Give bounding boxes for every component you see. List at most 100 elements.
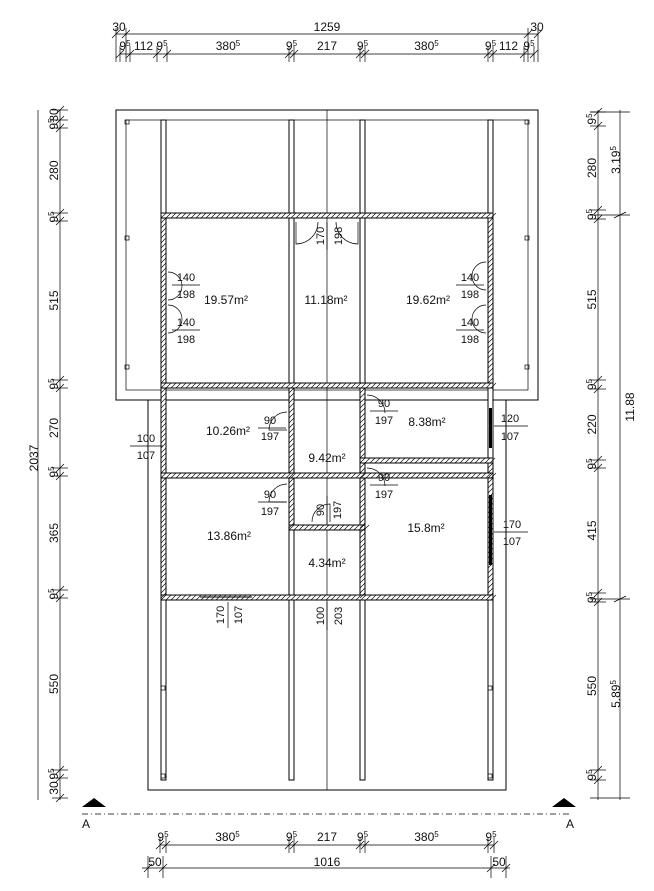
left-dim-seg: 95 xyxy=(47,588,61,600)
door-l2-h: 198 xyxy=(177,334,195,346)
left-dim-seg: 365 xyxy=(47,523,61,543)
left-dim-seg: 95 xyxy=(47,768,61,780)
door-upper-mid-h: 198 xyxy=(333,227,345,245)
door-r4-h: 197 xyxy=(261,431,279,443)
section-label-left: A xyxy=(82,817,90,831)
room-area-8: 15.8m² xyxy=(407,521,444,535)
top-dim-seg: 95 xyxy=(119,39,131,53)
room-labels: 19.57m² 11.18m² 19.62m² 10.26m² 9.42m² 8… xyxy=(204,293,450,570)
door-left-ext-h: 107 xyxy=(137,450,155,462)
bottom-dim-seg: 95 xyxy=(157,830,169,844)
left-dim-seg: 95 xyxy=(47,466,61,478)
right-dim-seg: 550 xyxy=(585,676,599,696)
bottom-dimensions: 95 3805 95 217 95 3805 95 50 1016 50 xyxy=(142,830,511,878)
door-r1-w: 140 xyxy=(461,272,479,284)
right-dim-seg: 280 xyxy=(585,158,599,178)
door-left-ext-w: 100 xyxy=(137,433,155,445)
right-dim-seg: 515 xyxy=(585,289,599,309)
door-labels: 170 198 140 198 140 198 140 198 140 198 … xyxy=(130,222,528,630)
door-r2-w: 140 xyxy=(461,317,479,329)
door-bottom-mid-h: 203 xyxy=(333,607,345,625)
door-bottom-mid-w: 100 xyxy=(315,607,327,625)
top-dim-seg: 217 xyxy=(317,39,337,53)
room-area-1: 19.57m² xyxy=(204,293,248,307)
right-dim-seg: 95 xyxy=(585,458,599,470)
door-right-ext2-h: 107 xyxy=(503,536,521,548)
top-dim-seg: 95 xyxy=(523,39,535,53)
left-dim-seg: 95 xyxy=(47,378,61,390)
door-right-ext2-w: 170 xyxy=(503,519,521,531)
bottom-dim-seg: 95 xyxy=(357,830,369,844)
right-dimensions: 3.195 11.88 5.895 9528095515952209541595… xyxy=(585,107,637,800)
door-r4-w: 90 xyxy=(264,415,276,427)
room-area-3: 19.62m² xyxy=(406,293,450,307)
left-dim-seg: 550 xyxy=(47,674,61,694)
top-dim-seg: 3805 xyxy=(216,39,241,53)
bottom-dim-seg: 95 xyxy=(485,830,497,844)
left-dim-seg: 30 xyxy=(47,781,61,795)
left-dim-seg: 270 xyxy=(47,418,61,438)
door-r7-h: 197 xyxy=(261,506,279,518)
top-edge-right: 30 xyxy=(530,20,544,34)
door-r7-w: 90 xyxy=(264,489,276,501)
right-dim-seg: 95 xyxy=(585,378,599,390)
bottom-dim-seg: 3805 xyxy=(414,830,439,844)
left-dim-seg: 30 xyxy=(47,108,61,122)
bottom-dim-seg: 3805 xyxy=(215,830,240,844)
right-dim-seg: 95 xyxy=(585,113,599,125)
room-area-6: 8.38m² xyxy=(408,415,445,429)
door-bottom-left-h: 107 xyxy=(233,606,245,624)
door-r6-h: 197 xyxy=(375,415,393,427)
right-top-dim: 3.195 xyxy=(609,146,623,174)
right-overall-dim: 11.88 xyxy=(623,392,637,421)
right-dim-seg: 95 xyxy=(585,591,599,603)
door-r2-h: 198 xyxy=(461,334,479,346)
right-bottom-dim: 5.895 xyxy=(609,680,623,708)
door-swings xyxy=(167,221,487,598)
right-dim-seg: 95 xyxy=(585,769,599,781)
section-line: A A xyxy=(82,798,576,831)
door-bath-h: 197 xyxy=(332,501,344,519)
right-dim-seg: 95 xyxy=(585,208,599,220)
left-dim-seg: 515 xyxy=(47,290,61,310)
top-dim-seg: 95 xyxy=(286,39,298,53)
left-dim-seg: 95 xyxy=(47,211,61,223)
top-dim-seg: 3805 xyxy=(414,39,439,53)
right-dim-seg: 220 xyxy=(585,414,599,434)
door-r1-h: 198 xyxy=(461,289,479,301)
bottom-edge-left: 50 xyxy=(148,855,162,869)
top-dim-seg: 95 xyxy=(156,39,168,53)
door-right-ext-h: 107 xyxy=(501,431,519,443)
room-area-2: 11.18m² xyxy=(304,293,347,307)
door-bottom-left-w: 170 xyxy=(215,606,227,624)
door-r6-w: 90 xyxy=(378,398,390,410)
top-dim-seg: 112 xyxy=(134,39,153,53)
left-overall-dim: 2037 xyxy=(27,444,41,471)
top-overall-dim: 1259 xyxy=(314,20,341,34)
top-dim-seg: 95 xyxy=(357,39,369,53)
door-upper-mid-w: 170 xyxy=(315,227,327,245)
door-right-ext-w: 120 xyxy=(501,413,519,425)
bottom-overall-dim: 1016 xyxy=(314,855,341,869)
left-dim-seg: 95 xyxy=(47,118,61,130)
bottom-edge-right: 50 xyxy=(492,855,506,869)
door-r8-w: 90 xyxy=(378,472,390,484)
section-label-right: A xyxy=(566,817,574,831)
door-l1-w: 140 xyxy=(177,272,195,284)
bottom-dim-seg: 95 xyxy=(286,830,298,844)
door-bath-w: 90 xyxy=(315,504,327,516)
door-l1-h: 198 xyxy=(177,289,195,301)
bottom-dim-seg: 217 xyxy=(317,830,337,844)
left-dim-seg: 280 xyxy=(47,160,61,180)
room-area-5: 9.42m² xyxy=(308,451,345,465)
room-area-9: 4.34m² xyxy=(308,556,345,570)
building xyxy=(115,109,539,791)
room-area-4: 10.26m² xyxy=(206,424,250,438)
top-dim-seg: 112 xyxy=(499,39,518,53)
door-r8-h: 197 xyxy=(375,489,393,501)
door-l2-w: 140 xyxy=(177,317,195,329)
top-edge-left: 30 xyxy=(112,20,126,34)
